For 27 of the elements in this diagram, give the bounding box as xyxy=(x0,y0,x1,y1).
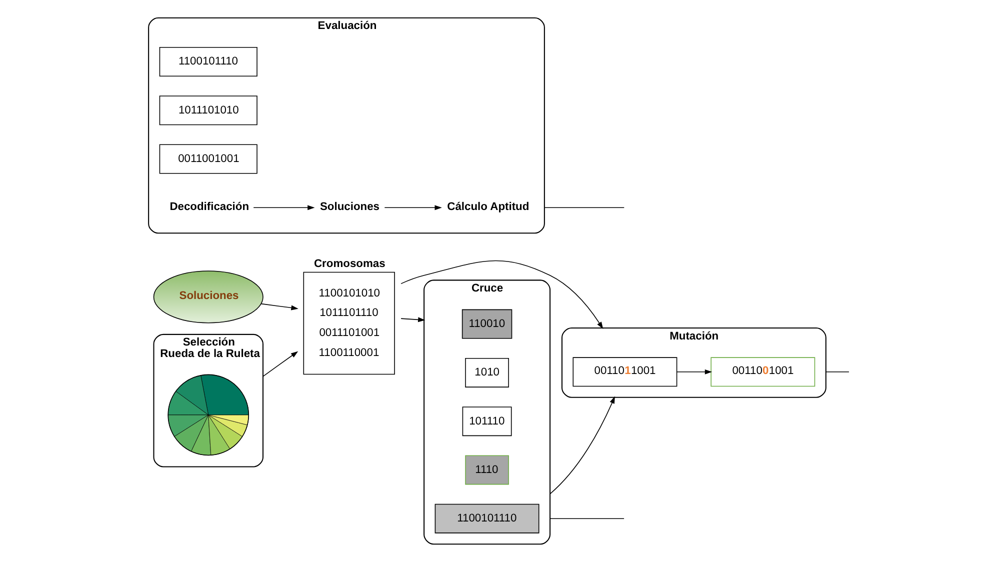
node-box: 1011101010 xyxy=(158,96,257,126)
node-box: 0011001001 xyxy=(710,357,815,387)
connector xyxy=(549,518,624,519)
arrow xyxy=(260,303,298,310)
node-box: 101110 xyxy=(462,406,512,436)
node-ellipse: Soluciones xyxy=(152,270,263,324)
node-label: Cromosomas xyxy=(314,258,385,270)
arrow xyxy=(676,369,712,374)
arrow xyxy=(262,351,298,377)
node-box: 0011001001 xyxy=(158,144,257,174)
node-text: Soluciones xyxy=(319,200,380,213)
arrow xyxy=(252,205,314,210)
arrow xyxy=(400,317,425,322)
node-box: 1100101110 xyxy=(434,504,539,534)
node-text: Decodificación xyxy=(169,200,249,213)
connector xyxy=(544,207,624,208)
node-box: 1010 xyxy=(464,358,508,388)
node-box: 1100101010 1011101110 0011101001 1100110001 xyxy=(302,272,394,375)
arrow xyxy=(400,260,603,330)
arrow xyxy=(384,205,442,210)
cluster: Selección Rueda de la Ruleta xyxy=(152,334,263,468)
node-text: Cálculo Aptitud xyxy=(446,200,529,213)
node-box: 110010 xyxy=(461,309,512,339)
node-box: 1110 xyxy=(464,455,508,485)
node-box: 0011011001 xyxy=(572,357,677,387)
node-box: 1100101110 xyxy=(158,46,257,76)
arrow xyxy=(549,396,614,494)
